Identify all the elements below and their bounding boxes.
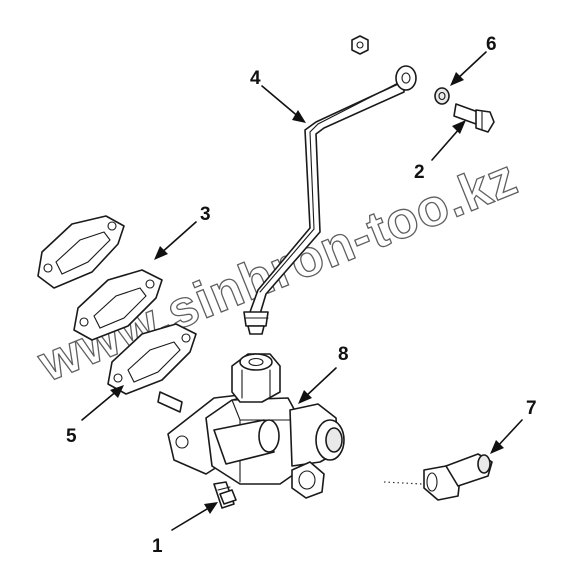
callout-3: 3 [200,204,211,225]
gasket-middle [73,269,163,341]
callout-8-leader [298,367,337,404]
elbow-fitting [383,453,493,501]
callout-5: 5 [66,426,77,447]
callout-8: 8 [338,344,349,365]
callout-1-leader [171,502,218,531]
banjo-bolt [453,103,495,133]
callout-6-leader [450,51,487,86]
pump-body [157,353,345,499]
callout-3-leader [154,221,197,260]
washer [434,87,450,105]
callout-2-leader [431,120,466,161]
nut-top [351,35,369,55]
callout-6: 6 [486,34,497,55]
callout-7: 7 [526,398,537,419]
callout-4-leader [261,85,306,123]
small-fitting [213,481,237,509]
callout-1: 1 [152,536,163,557]
callout-5-leader [81,385,124,421]
gasket-lower [107,323,197,395]
callout-4: 4 [250,68,261,89]
gasket-upper [37,215,125,289]
callout-7-leader [490,419,523,454]
fuel-pipe [243,65,417,335]
callout-2: 2 [414,162,425,183]
